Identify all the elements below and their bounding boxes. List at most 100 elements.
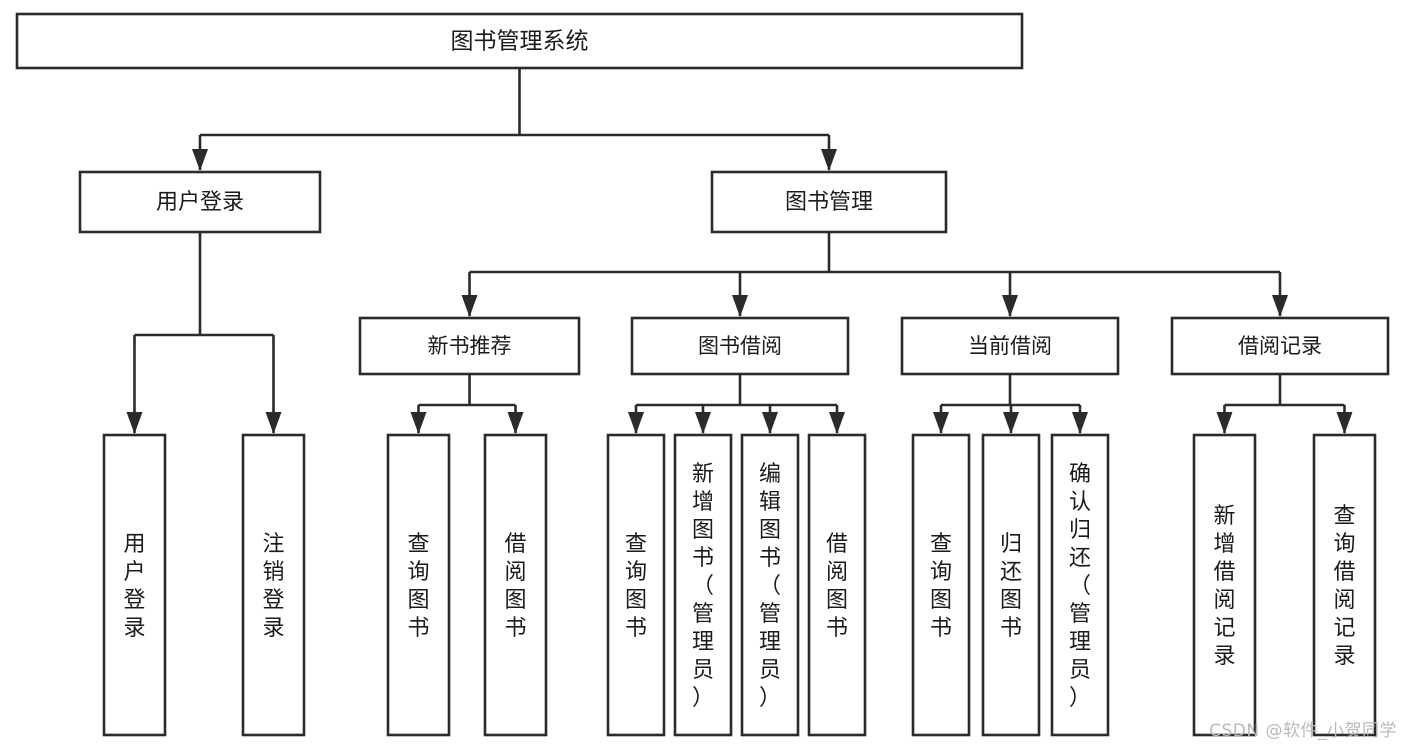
node-box-leaf-confirm-return-admin[interactable] [1050,433,1110,737]
arrowhead-book-borrow-to-leaves-2 [762,412,778,434]
csdn-watermark: CSDN @软件_小贺同学 [1209,721,1397,741]
label-glyph: 还 [1000,560,1022,585]
label-glyph: 录 [123,616,145,641]
arrowhead-book-manage-to-level3-2 [1002,295,1018,317]
arrowhead-current-borrow-to-leaves-0 [933,412,949,434]
label-glyph: 录 [262,616,284,641]
label-glyph: 员 [1069,658,1091,683]
label-glyph: 书 [826,616,848,641]
node-box-book-borrow[interactable] [630,316,850,376]
node-box-leaf-add-borrow-record[interactable] [1192,433,1257,737]
label-glyph: 书 [625,616,647,641]
label-glyph: 书 [1000,616,1022,641]
node-box-root[interactable] [15,12,1024,70]
label-glyph: 编 [759,462,781,487]
label-glyph: 图 [407,588,429,613]
arrowhead-user-login-to-leaves-1 [265,412,282,434]
label-glyph: 确 [1069,462,1091,487]
node-box-leaf-edit-book-admin[interactable] [740,433,800,737]
label-glyph: ） [692,686,714,711]
label-glyph: 增 [692,490,714,515]
node-box-book-manage[interactable] [710,170,948,234]
label-glyph: （ [759,574,781,599]
node-label-user-login: 用户登录 [156,190,244,215]
label-glyph: （ [1069,574,1091,599]
label-glyph: 查 [625,532,647,557]
arrowhead-root-to-level2-1 [821,149,837,171]
node-box-current-borrow[interactable] [900,316,1120,376]
node-box-borrow-record[interactable] [1170,316,1390,376]
connectors-layer [126,68,1353,434]
node-box-leaf-add-book-admin[interactable] [673,433,733,737]
node-label-book-borrow: 图书借阅 [698,334,782,358]
node-box-leaf-query-borrow-record[interactable] [1312,433,1377,737]
node-label-new-book-recommend: 新书推荐 [428,334,512,358]
label-glyph: 记 [1213,616,1235,641]
label-glyph: 图 [759,518,781,543]
node-box-new-book-recommend[interactable] [358,316,581,376]
node-box-leaf-return-book[interactable] [981,433,1041,737]
label-glyph: 增 [1213,532,1235,557]
label-glyph: 员 [759,658,781,683]
label-glyph: 询 [407,560,429,585]
label-glyph: 录 [1213,644,1235,669]
arrowhead-current-borrow-to-leaves-1 [1003,412,1019,434]
arrowhead-book-manage-to-level3-1 [732,295,748,317]
label-glyph: 图 [692,518,714,543]
node-box-leaf-user-login[interactable] [102,433,167,737]
arrowhead-user-login-to-leaves-0 [126,412,143,434]
node-label-root: 图书管理系统 [451,29,589,55]
arrowhead-book-borrow-to-leaves-0 [628,412,644,434]
label-glyph: 询 [625,560,647,585]
label-glyph: 图 [1000,588,1022,613]
label-glyph: 阅 [1333,588,1355,613]
label-glyph: 阅 [826,560,848,585]
label-glyph: 查 [1333,504,1355,529]
label-glyph: 询 [1333,532,1355,557]
arrowhead-current-borrow-to-leaves-2 [1072,412,1088,434]
label-glyph: 借 [504,532,526,557]
node-box-user-login[interactable] [78,170,322,234]
label-glyph: 理 [1069,630,1091,655]
label-glyph: 管 [692,602,714,627]
node-box-leaf-query-book-2[interactable] [606,433,666,737]
arrowhead-new-book-recommend-to-leaves-1 [507,412,524,434]
label-glyph: 新 [1213,504,1235,529]
node-box-leaf-query-book-3[interactable] [911,433,971,737]
label-glyph: 登 [262,588,284,613]
label-glyph: 认 [1069,490,1091,515]
label-glyph: 查 [930,532,952,557]
label-glyph: ） [1069,686,1091,711]
node-box-leaf-borrow-book-2[interactable] [807,433,867,737]
label-glyph: 管 [1069,602,1091,627]
node-box-leaf-borrow-book-1[interactable] [483,433,548,737]
label-glyph: 销 [262,560,284,585]
arrowhead-borrow-record-to-leaves-1 [1336,412,1353,434]
label-glyph: 员 [692,658,714,683]
node-box-leaf-query-book-1[interactable] [386,433,451,737]
label-glyph: ） [759,686,781,711]
label-glyph: 借 [826,532,848,557]
label-glyph: 记 [1333,616,1355,641]
label-glyph: 询 [930,560,952,585]
node-box-leaf-logout-login[interactable] [241,433,306,737]
label-glyph: 图 [930,588,952,613]
label-glyph: 新 [692,462,714,487]
label-glyph: 阅 [1213,588,1235,613]
node-label-book-manage: 图书管理 [785,190,873,215]
label-glyph: 书 [407,616,429,641]
label-glyph: 用 [123,532,145,557]
nodes-layer: 图书管理系统用户登录图书管理新书推荐图书借阅当前借阅借阅记录用户登录注销登录查询… [15,12,1390,737]
label-glyph: 借 [1333,560,1355,585]
